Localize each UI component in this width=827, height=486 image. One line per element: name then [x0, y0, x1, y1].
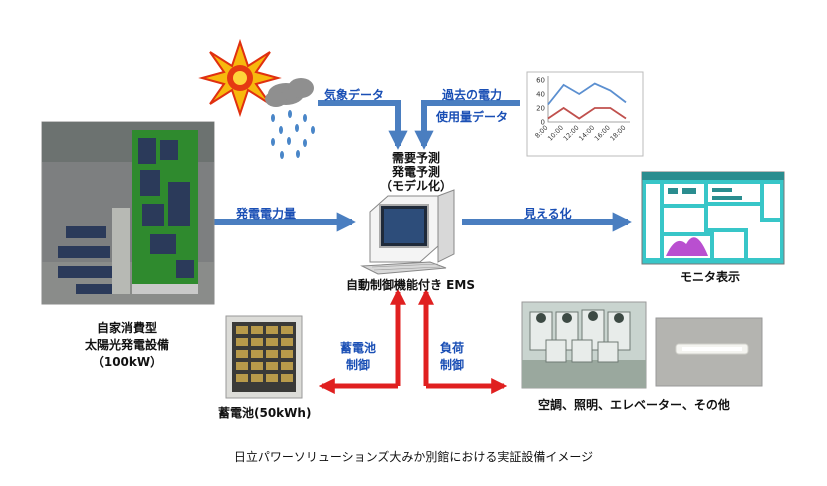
battery-control-label: 蓄電池 制御 [340, 340, 376, 374]
weather-arrow [318, 100, 408, 150]
solar-facility-label: 自家消費型 太陽光発電設備 （100kW） [62, 320, 192, 371]
y-tick-label: 60 [536, 77, 545, 85]
past-power-label: 過去の電力 [442, 88, 503, 102]
solar-facility-label-line2: 太陽光発電設備 [84, 338, 169, 352]
weather-data-label: 気象データ [324, 88, 385, 102]
ems-label: 自動制御機能付き EMS [346, 278, 475, 292]
battery-control-label-line1: 蓄電池 [340, 341, 377, 355]
y-tick-label: 0 [541, 119, 545, 127]
past-power-arrow [414, 100, 520, 150]
y-tick-label: 40 [536, 91, 545, 99]
load-control-label-line1: 負荷 [440, 341, 465, 355]
solar-facility-label-line1: 自家消費型 [96, 321, 157, 335]
solar-facility-label-line3: （100kW） [91, 355, 163, 369]
battery-label: 蓄電池(50kWh) [218, 406, 312, 420]
load-control-label-line2: 制御 [440, 358, 465, 372]
forecast-label-line2: 発電予測 [391, 165, 440, 179]
monitor-label: モニタ表示 [680, 270, 741, 284]
load-control-label: 負荷 制御 [440, 340, 464, 374]
generation-label: 発電電力量 [236, 207, 297, 221]
series-line-1 [547, 82, 627, 106]
y-tick-label: 20 [536, 105, 545, 113]
forecast-label-line3: （モデル化） [380, 179, 453, 193]
chart-axes [547, 76, 630, 123]
forecast-label: 需要予測 発電予測 （モデル化） [380, 151, 452, 193]
forecast-label-line1: 需要予測 [391, 151, 440, 165]
series-line-2 [547, 106, 627, 120]
battery-control-label-line2: 制御 [346, 358, 371, 372]
visualization-label: 見える化 [524, 207, 572, 221]
usage-data-label: 使用量データ [436, 110, 509, 124]
figure-caption: 日立パワーソリューションズ大みか別館における実証設備イメージ [233, 450, 594, 464]
equipment-label: 空調、照明、エレベーター、その他 [538, 398, 730, 412]
